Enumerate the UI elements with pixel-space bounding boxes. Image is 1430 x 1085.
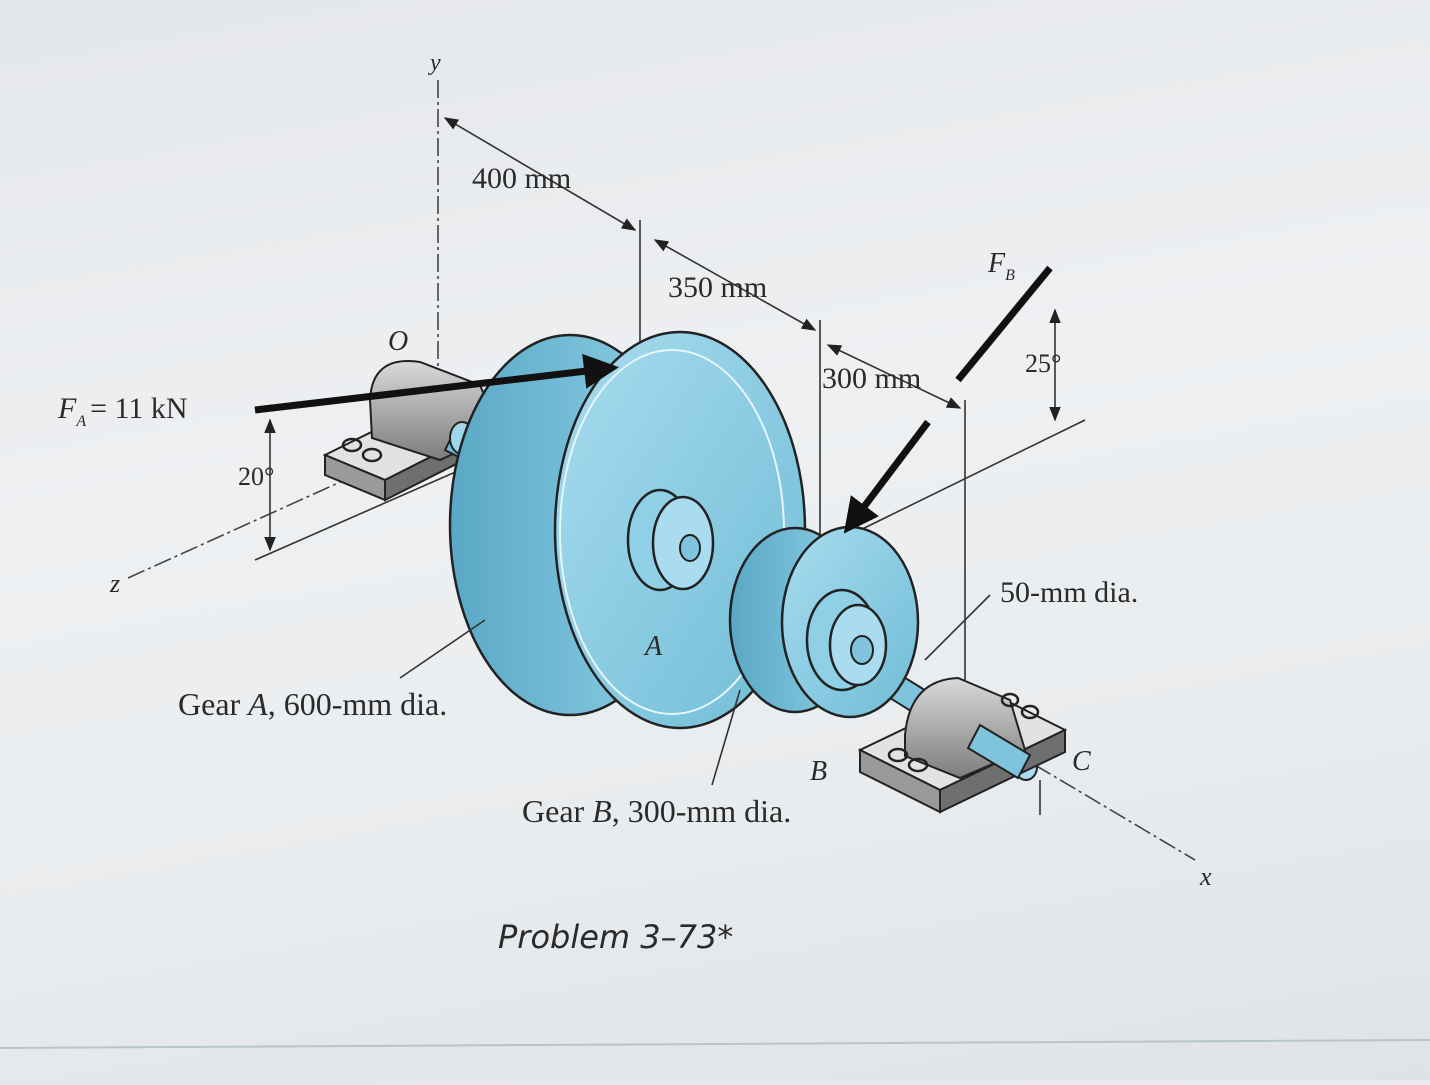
label-angle-20: 20° [238, 462, 274, 491]
leader-gear-a [399, 619, 486, 679]
gear-b [728, 525, 920, 719]
label-axis-y: y [428, 50, 441, 76]
label-gear-a-pre: Gear [178, 686, 248, 722]
ref-line-b [849, 419, 1086, 536]
label-gear-a: Gear A, 600-mm dia. [178, 686, 447, 722]
label-shaft-dia: 50-mm dia. [1000, 576, 1138, 609]
label-force-b-sub: B [1005, 267, 1015, 284]
dim-arrow-400 [443, 117, 637, 231]
label-gear-a-post: , 600-mm dia. [268, 686, 448, 722]
label-gear-b-letter-inline: B [592, 793, 612, 829]
page-edge-line [0, 1039, 1430, 1049]
label-force-a-value: = 11 kN [90, 392, 187, 425]
label-force-a: FA= 11 kN [57, 392, 188, 430]
dim-arrow-300 [826, 344, 962, 409]
x-axis-line [1034, 764, 1196, 861]
label-force-b: FB [987, 248, 1015, 284]
label-dim-400: 400 mm [472, 162, 571, 195]
label-axis-x: x [1199, 862, 1212, 891]
label-force-a-symbol: F [57, 392, 77, 425]
force-b-arrow [843, 419, 931, 534]
label-force-a-sub: A [75, 413, 86, 430]
leader-gear-b [711, 689, 741, 786]
shaft-end [966, 723, 1032, 780]
label-gear-b-post: , 300-mm dia. [612, 793, 792, 829]
label-dim-300: 300 mm [822, 362, 921, 395]
label-dim-350: 350 mm [668, 271, 767, 304]
label-angle-25: 25° [1025, 349, 1061, 378]
label-axis-z: z [109, 569, 120, 598]
ref-line-a [254, 469, 461, 561]
label-point-o: O [388, 326, 408, 357]
label-gear-b: Gear B, 300-mm dia. [522, 793, 791, 829]
label-gear-a-letter: A [643, 631, 663, 662]
force-a-arrow [254, 353, 619, 414]
gear-a [448, 330, 807, 730]
label-force-b-symbol: F [987, 248, 1006, 279]
figure-caption: Problem 3–73* [498, 918, 733, 956]
label-gear-b-letter: B [810, 756, 827, 787]
label-gear-a-letter-inline: A [246, 686, 268, 722]
label-point-c: C [1072, 746, 1091, 777]
label-gear-b-pre: Gear [522, 793, 592, 829]
force-b-line [955, 265, 1053, 383]
dim-arrow-350 [653, 239, 817, 331]
leader-shaft-dia [924, 594, 991, 661]
